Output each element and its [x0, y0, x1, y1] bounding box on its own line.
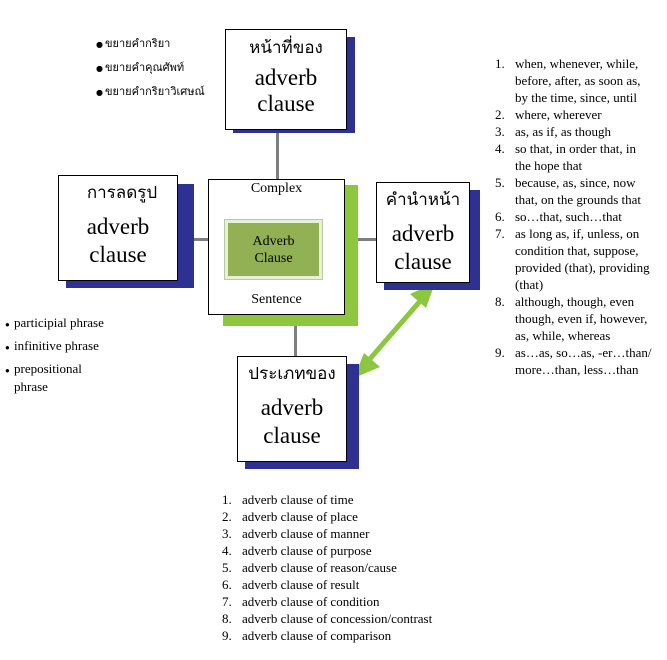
function-item: ขยายคำกริยา: [96, 37, 226, 51]
function-box: หน้าที่ของ adverb clause: [225, 29, 347, 130]
type-item: 7.adverb clause of condition: [222, 594, 380, 609]
center-bottom-label: Sentence: [251, 292, 302, 307]
connector-item: 2.where, wherever: [495, 107, 602, 122]
function-list: ขยายคำกริยา ขยายคำคุณศัพท์ ขยายคำกริยาวิ…: [96, 37, 226, 109]
center-inner-line1: Adverb: [252, 233, 295, 249]
type-box-line1: adverb: [260, 395, 324, 420]
center-box: Complex Adverb Clause Sentence: [208, 179, 345, 315]
type-item: 3.adverb clause of manner: [222, 526, 370, 541]
type-box: ประเภทของ adverb clause: [237, 356, 347, 462]
connector-item: 4.so that, in order that, in the hope th…: [495, 141, 636, 173]
connector-list: 1.when, whenever, while, before, after, …: [495, 55, 655, 378]
reduction-item: infinitive phrase: [5, 337, 115, 357]
connector-right: [358, 238, 376, 241]
connector-item: 8.although, though, even though, even if…: [495, 294, 648, 343]
function-item: ขยายคำคุณศัพท์: [96, 61, 226, 75]
type-item: 5.adverb clause of reason/cause: [222, 560, 397, 575]
reduction-box-line2: clause: [89, 242, 147, 267]
type-list: 1.adverb clause of time 2.adverb clause …: [222, 491, 482, 644]
type-item: 6.adverb clause of result: [222, 577, 360, 592]
type-item: 4.adverb clause of purpose: [222, 543, 372, 558]
connector-bottom: [294, 316, 297, 356]
reduction-box-thai: การลดรูป: [86, 183, 158, 203]
reduction-box-line1: adverb: [86, 214, 150, 239]
reduction-item: prepositional phrase: [5, 360, 115, 396]
type-item: 9.adverb clause of comparison: [222, 628, 392, 643]
function-box-line1: adverb: [254, 65, 318, 90]
connector-item: 9.as…as, so…as, -er…than/ more…than, les…: [495, 345, 652, 377]
function-box-thai: หน้าที่ของ: [249, 38, 323, 58]
connector-item: 6.so…that, such…that: [495, 209, 622, 224]
type-item: 8.adverb clause of concession/contrast: [222, 611, 433, 626]
connector-word-box-line2: clause: [394, 249, 452, 274]
connector-word-box-line1: adverb: [391, 221, 455, 246]
type-item: 2.adverb clause of place: [222, 509, 358, 524]
function-box-line2: clause: [257, 91, 315, 116]
reduction-box: การลดรูป adverb clause: [58, 175, 178, 281]
type-box-thai: ประเภทของ: [248, 364, 336, 384]
center-inner-line2: Clause: [254, 250, 293, 266]
connector-item: 7.as long as, if, unless, on condition t…: [495, 226, 650, 292]
type-box-line2: clause: [263, 423, 321, 448]
reduction-list: participial phrase infinitive phrase pre…: [5, 314, 115, 401]
connector-top: [276, 130, 279, 180]
center-top-label: Complex: [250, 181, 303, 196]
reduction-item: participial phrase: [5, 314, 115, 334]
connector-item: 5.because, as, since, now that, on the g…: [495, 175, 642, 207]
function-item: ขยายคำกริยาวิเศษณ์: [96, 85, 226, 99]
type-item: 1.adverb clause of time: [222, 492, 354, 507]
connector-word-box: คำนำหน้า adverb clause: [376, 182, 470, 283]
connector-word-box-thai: คำนำหน้า: [385, 190, 461, 210]
connector-item: 1.when, whenever, while, before, after, …: [495, 56, 641, 105]
center-inner-fill: Adverb Clause: [228, 223, 319, 276]
connector-item: 3.as, as if, as though: [495, 124, 612, 139]
